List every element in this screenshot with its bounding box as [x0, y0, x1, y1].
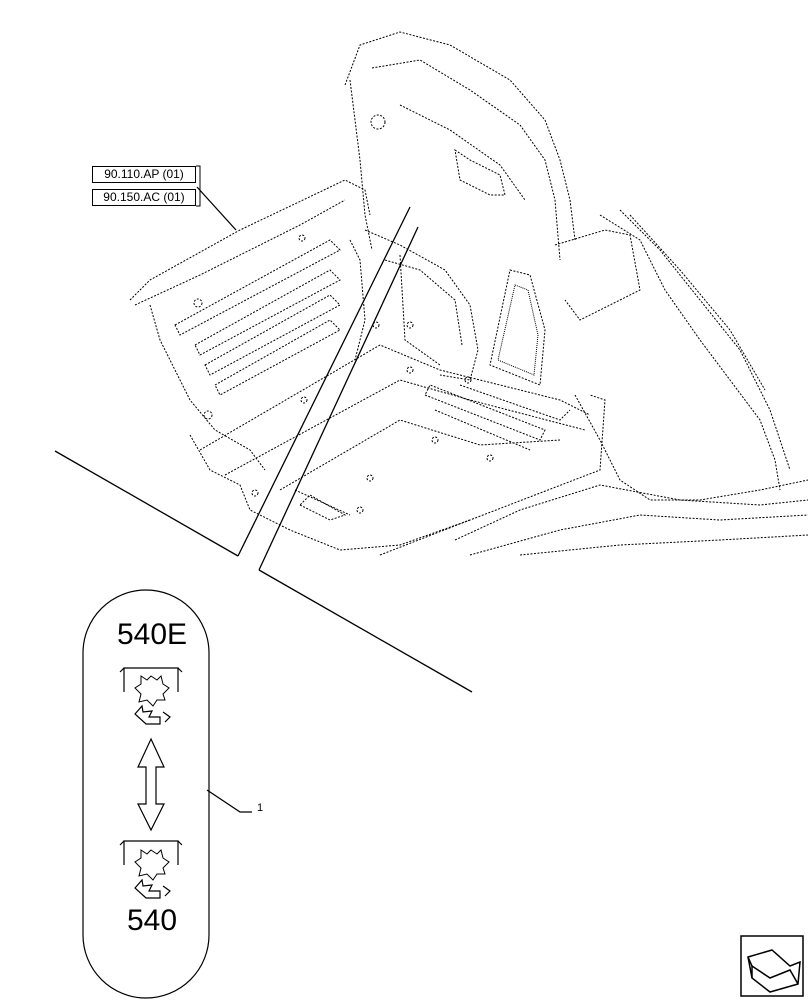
pto-shaft-icon — [119, 840, 183, 899]
pto-shaft-icon — [119, 667, 183, 725]
cab-floor-illustration — [129, 31, 808, 556]
next-page-button[interactable] — [741, 936, 803, 996]
decal-bottom-label: 540 — [126, 904, 178, 937]
next-page-arrow-icon — [740, 935, 804, 997]
decal-top-label: 540E — [116, 618, 188, 651]
reference-link-90-110-ap[interactable]: 90.110.AP (01) — [92, 166, 196, 183]
reference-link-90-150-ac[interactable]: 90.150.AC (01) — [92, 189, 196, 206]
pto-speed-decal — [82, 589, 210, 999]
reference-bracket — [196, 165, 201, 207]
double-arrow-icon — [137, 737, 165, 832]
callout-item-number: 1 — [257, 802, 264, 814]
leader-lines — [54, 186, 473, 813]
